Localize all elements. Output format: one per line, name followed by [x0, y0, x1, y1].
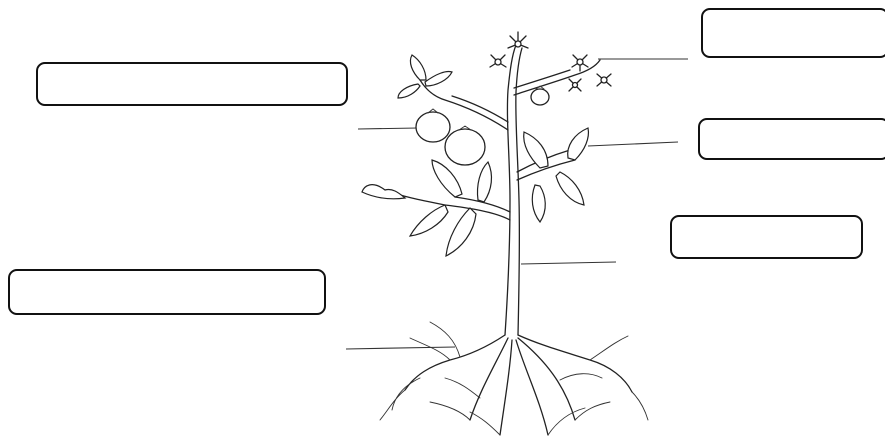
leaf-right-1 [524, 132, 548, 168]
leaf-left-5 [477, 162, 491, 202]
leaf-left-3 [446, 208, 476, 256]
label-box-stem[interactable] [670, 215, 863, 259]
label-box-root[interactable] [8, 269, 326, 315]
pointer-line-leaf [588, 142, 678, 146]
pointer-line-fruit [358, 128, 418, 129]
leaf-left-4 [432, 160, 462, 197]
leaf-right-2 [568, 128, 589, 160]
label-box-leaf[interactable] [698, 118, 885, 160]
leaf-left-2 [410, 205, 448, 236]
leaf-left-1 [362, 185, 405, 199]
label-box-fruit[interactable] [36, 62, 348, 106]
leaf-top-left-2 [425, 71, 452, 86]
fruit-small [531, 89, 549, 105]
leaf-right-3 [556, 172, 584, 205]
fruit-large-2 [445, 129, 485, 165]
label-box-flower[interactable] [701, 8, 885, 58]
pointer-line-root [346, 347, 455, 349]
leaf-top-left [410, 55, 426, 80]
flowers [490, 32, 611, 91]
fruit-large-1 [416, 112, 450, 142]
roots [380, 322, 648, 435]
leaf-right-4 [532, 185, 545, 222]
leaf-top-left-3 [398, 84, 420, 98]
pointer-lines [346, 59, 688, 349]
pointer-line-stem [521, 262, 616, 264]
